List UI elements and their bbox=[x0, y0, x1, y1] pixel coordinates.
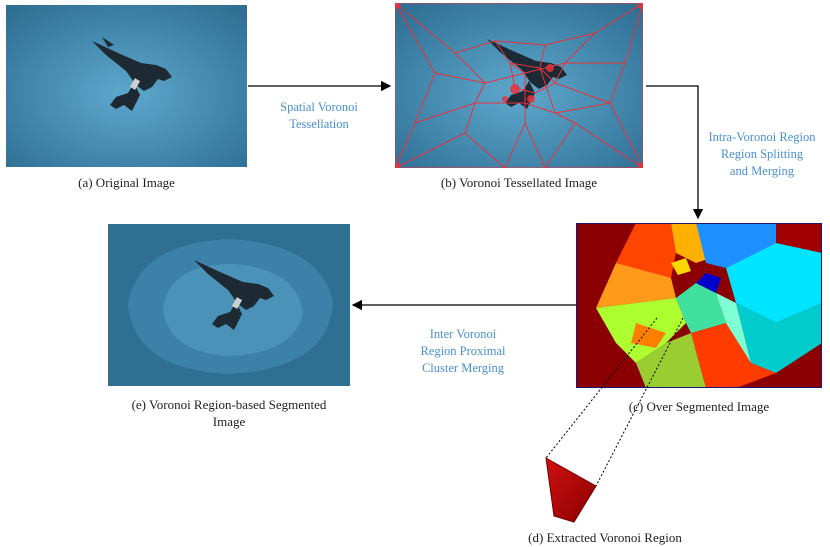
step-inter-voronoi-cluster-merging: Inter Voronoi Region Proximal Cluster Me… bbox=[395, 326, 531, 377]
step-spatial-line1: Spatial Voronoi bbox=[280, 100, 358, 114]
step-spatial-voronoi-tessellation: Spatial Voronoi Tessellation bbox=[253, 99, 385, 133]
step-intra-line3: and Merging bbox=[730, 164, 794, 178]
voronoi-edges bbox=[395, 3, 643, 168]
eagle-silhouette bbox=[194, 260, 274, 330]
caption-region-based-segmented-image: (e) Voronoi Region-based Segmented Image bbox=[108, 396, 350, 430]
region-based-segmented-image bbox=[108, 224, 350, 386]
over-segmented-image bbox=[576, 223, 822, 388]
step-spatial-line2: Tessellation bbox=[289, 117, 349, 131]
eagle-silhouette bbox=[487, 39, 567, 109]
caption-original-image: (a) Original Image bbox=[78, 175, 175, 190]
arrow-b-to-c bbox=[646, 85, 704, 220]
caption-e-line2: Image bbox=[212, 414, 246, 429]
caption-voronoi-tessellated-image: (b) Voronoi Tessellated Image bbox=[440, 175, 598, 190]
eagle-silhouette bbox=[92, 37, 172, 111]
caption-over-segmented-image: (c) Over Segmented Image bbox=[628, 399, 770, 414]
step-inter-line3: Cluster Merging bbox=[421, 361, 505, 375]
caption-e-line1: (e) Voronoi Region-based Segmented bbox=[131, 397, 327, 412]
step-inter-line2: Region Proximal bbox=[420, 344, 506, 358]
step-inter-line1: Inter Voronoi bbox=[429, 327, 497, 341]
voronoi-tessellated-image bbox=[395, 3, 643, 168]
original-image bbox=[6, 5, 247, 167]
caption-extracted-voronoi-region: (d) Extracted Voronoi Region bbox=[528, 530, 682, 545]
step-intra-line2: Region Splitting bbox=[720, 147, 804, 161]
step-intra-line1: Intra-Voronoi Region bbox=[708, 130, 816, 144]
step-intra-voronoi-splitting-merging: Intra-Voronoi Region Region Splitting an… bbox=[694, 129, 830, 180]
extracted-voronoi-region bbox=[540, 452, 600, 524]
